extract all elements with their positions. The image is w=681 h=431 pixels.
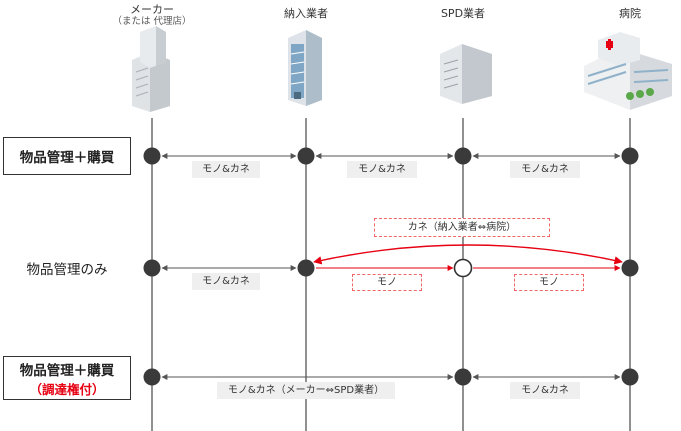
row1-label: 物品管理＋購買 — [19, 150, 115, 166]
node-r1-hospital — [621, 147, 639, 165]
row3-label-box: 物品管理＋購買 （調達権付） — [3, 356, 131, 400]
maker-subtitle: （または 代理店） — [112, 16, 192, 27]
row1-label-box: 物品管理＋購買 — [3, 137, 131, 175]
maker-title: メーカー — [130, 3, 174, 16]
row2-money-label: カネ（納入業者⇔病院） — [374, 218, 550, 237]
row3-sublabel: （調達権付） — [29, 381, 105, 397]
vendor-title: 納入業者 — [284, 7, 328, 20]
hospital-title: 病院 — [619, 7, 641, 20]
node-r3-maker — [143, 368, 161, 386]
node-r3-spd — [454, 368, 472, 386]
row2-flow-label-spd-hospital: モノ — [514, 274, 584, 291]
row3-label: 物品管理＋購買 — [19, 362, 115, 379]
row2-flow-label-maker-vendor: モノ&カネ — [192, 273, 260, 290]
node-r2-spd — [453, 258, 473, 278]
vendor-building-icon — [288, 30, 322, 106]
node-r3-hospital — [621, 368, 639, 386]
node-r2-maker — [143, 259, 161, 277]
row3-flow-label-maker-spd: モノ&カネ（メーカー⇔SPD業者） — [217, 382, 395, 399]
row2-label: 物品管理のみ — [26, 262, 108, 278]
row2-label-box: 物品管理のみ — [3, 249, 131, 287]
spd-building-icon — [440, 44, 492, 104]
row1-flow-label-vendor-spd: モノ&カネ — [347, 161, 417, 178]
row1-flow-label-spd-hospital: モノ&カネ — [510, 161, 580, 178]
maker-building-icon — [132, 26, 170, 112]
row1-flow-label-maker-vendor: モノ&カネ — [192, 161, 260, 178]
row2-money-arc — [313, 244, 623, 265]
row2-flow-label-vendor-spd: モノ — [352, 274, 422, 291]
node-r2-hospital — [621, 259, 639, 277]
node-r1-spd — [454, 147, 472, 165]
node-r2-vendor — [297, 259, 315, 277]
node-r1-maker — [143, 147, 161, 165]
hospital-building-icon — [584, 32, 672, 110]
row3-flow-label-spd-hospital: モノ&カネ — [510, 382, 580, 399]
node-r1-vendor — [297, 147, 315, 165]
spd-title: SPD業者 — [440, 7, 486, 20]
